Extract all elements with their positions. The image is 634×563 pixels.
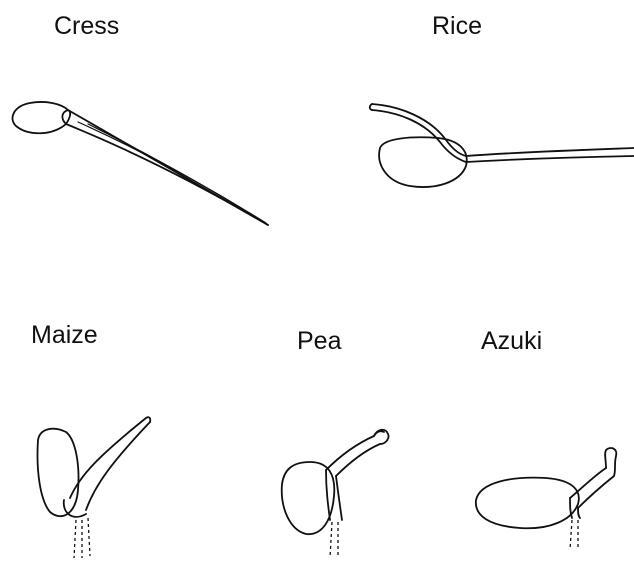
rice-coleoptile-tip <box>370 104 372 110</box>
cress-hook <box>62 110 70 124</box>
azuki-root-1 <box>570 520 572 550</box>
pea-root-1 <box>330 522 332 558</box>
rice-seed <box>379 137 467 187</box>
pea-seedling <box>282 430 389 558</box>
maize-shoot-left <box>70 418 146 498</box>
rice-root-lower <box>466 156 634 162</box>
maize-shoot-tip <box>146 417 150 422</box>
azuki-stem-right <box>578 508 580 518</box>
azuki-shoot-right <box>578 476 614 508</box>
label-rice: Rice <box>432 12 482 40</box>
label-maize: Maize <box>31 321 98 349</box>
rice-seedling <box>370 104 634 187</box>
pea-hook-inner <box>374 431 384 436</box>
maize-root-3 <box>88 518 90 556</box>
maize-root-1 <box>74 520 76 558</box>
label-cress: Cress <box>54 12 119 40</box>
cress-seedling <box>12 102 268 225</box>
maize-shoot-right <box>86 422 150 510</box>
label-pea: Pea <box>297 327 342 355</box>
pea-shoot-stem-left <box>326 470 330 520</box>
pea-shoot-left <box>326 436 374 470</box>
azuki-hook <box>605 448 616 476</box>
maize-seedling <box>38 417 151 558</box>
maize-seed <box>38 429 79 516</box>
cress-seed <box>12 102 68 133</box>
azuki-seed <box>476 478 579 529</box>
cress-shoot-lower <box>66 124 268 225</box>
rice-root-upper <box>466 148 634 156</box>
pea-shoot-right <box>336 444 380 476</box>
label-azuki: Azuki <box>481 327 542 355</box>
azuki-seedling <box>476 448 616 550</box>
azuki-shoot-left <box>570 468 606 498</box>
pea-shoot-stem-right <box>336 476 342 520</box>
